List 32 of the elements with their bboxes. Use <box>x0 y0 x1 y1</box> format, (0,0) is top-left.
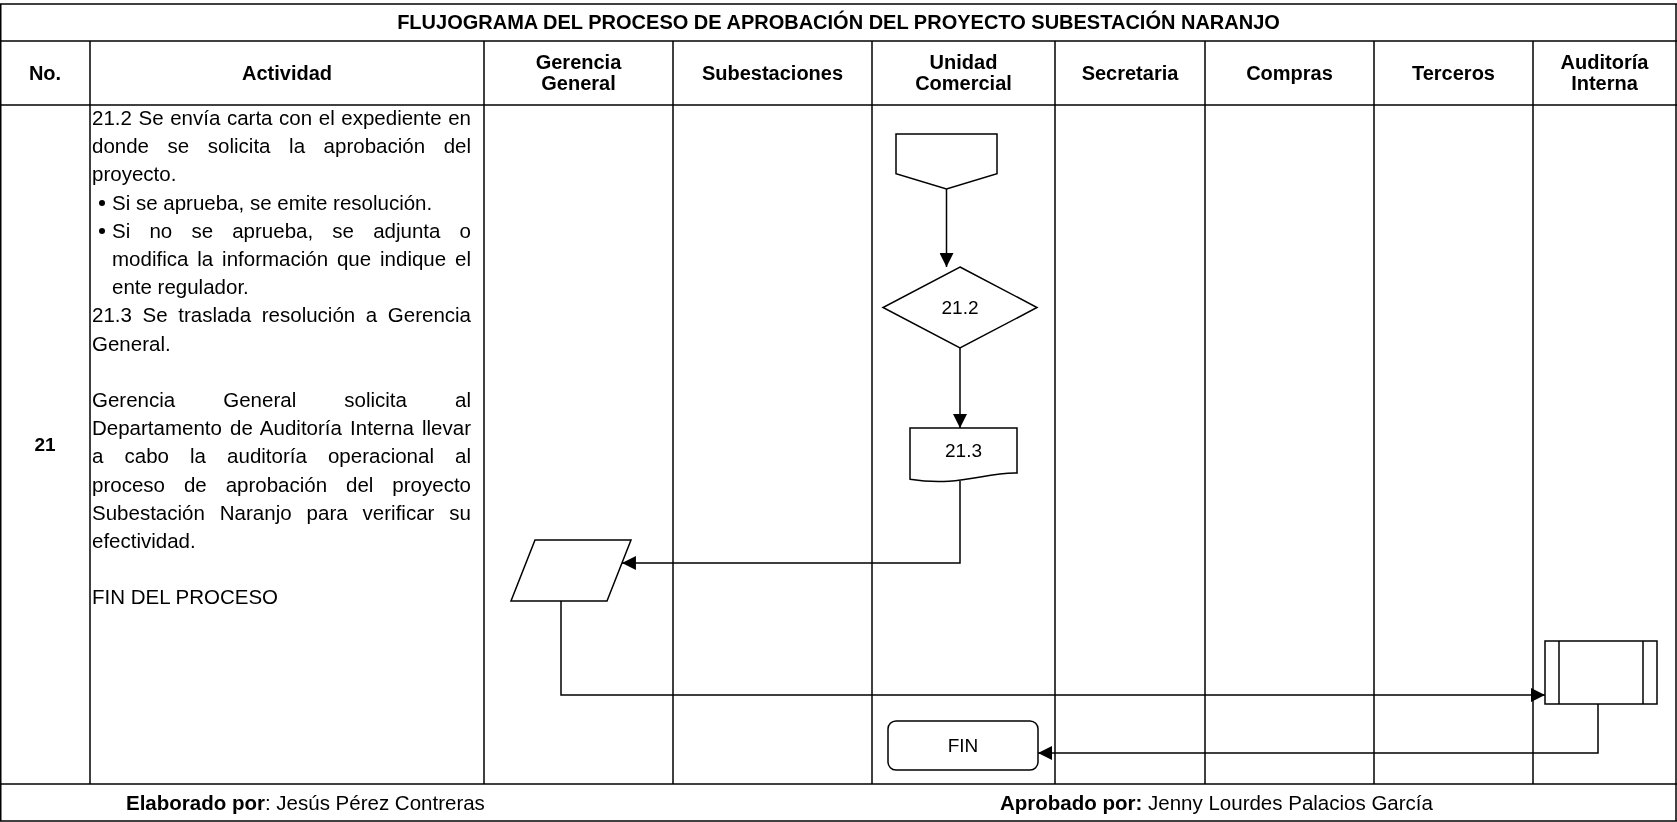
column-header: Subestaciones <box>700 60 845 86</box>
bullet-item: Si no se aprueba, se adjunta o modifica la información que indique el ente regulador. <box>112 217 471 301</box>
column-header: Compras <box>1245 60 1334 86</box>
table-title: FLUJOGRAMA DEL PROCESO DE APROBACIÓN DEL PROYECTO SUBESTACIÓN NARANJO <box>396 9 1281 35</box>
activity-text: 21.2 Se envía carta con el expediente en donde se solicita la aprobación del proyecto. <box>92 105 471 188</box>
activity-text: FIN DEL PROCESO <box>92 584 280 611</box>
signature-text: Aprobado por: Jenny Lourdes Palacios García <box>1000 790 1433 816</box>
arrow <box>939 188 954 268</box>
activity-text: 21.3 Se traslada resolución a Gerencia General. <box>92 302 471 357</box>
column-header: Gerencia General <box>534 50 623 96</box>
step-number: 21 <box>33 433 57 457</box>
terminal-box <box>888 721 1038 770</box>
column-header: Terceros <box>1411 60 1496 86</box>
shape-label: 21.3 <box>944 440 983 463</box>
activity-text: Gerencia General solicita al Departamento de Auditoría Interna llevar a cabo la auditoría operacional al proceso de aprobación del proyecto Subestación Naranjo para verificar su efectividad. <box>92 387 471 555</box>
arrow <box>953 347 967 429</box>
column-header: Auditoría Interna <box>1559 50 1650 96</box>
off-page-connector <box>896 134 997 189</box>
arrow <box>560 600 1546 702</box>
column-header: Unidad Comercial <box>914 50 1013 96</box>
document-shape <box>910 428 1017 483</box>
column-header: Actividad <box>241 60 333 86</box>
shape-label: FIN <box>946 734 980 757</box>
data-parallelogram <box>511 540 631 601</box>
column-header: Secretaria <box>1080 60 1180 86</box>
decision-diamond <box>883 267 1037 348</box>
shape-label: 21.2 <box>940 296 980 319</box>
arrow <box>621 480 961 570</box>
predefined-process-box <box>1545 641 1657 704</box>
column-header: No. <box>27 60 63 86</box>
bullet-item: Si se aprueba, se emite resolución. <box>112 189 434 216</box>
signature-text: Elaborado por: Jesús Pérez Contreras <box>126 790 485 816</box>
